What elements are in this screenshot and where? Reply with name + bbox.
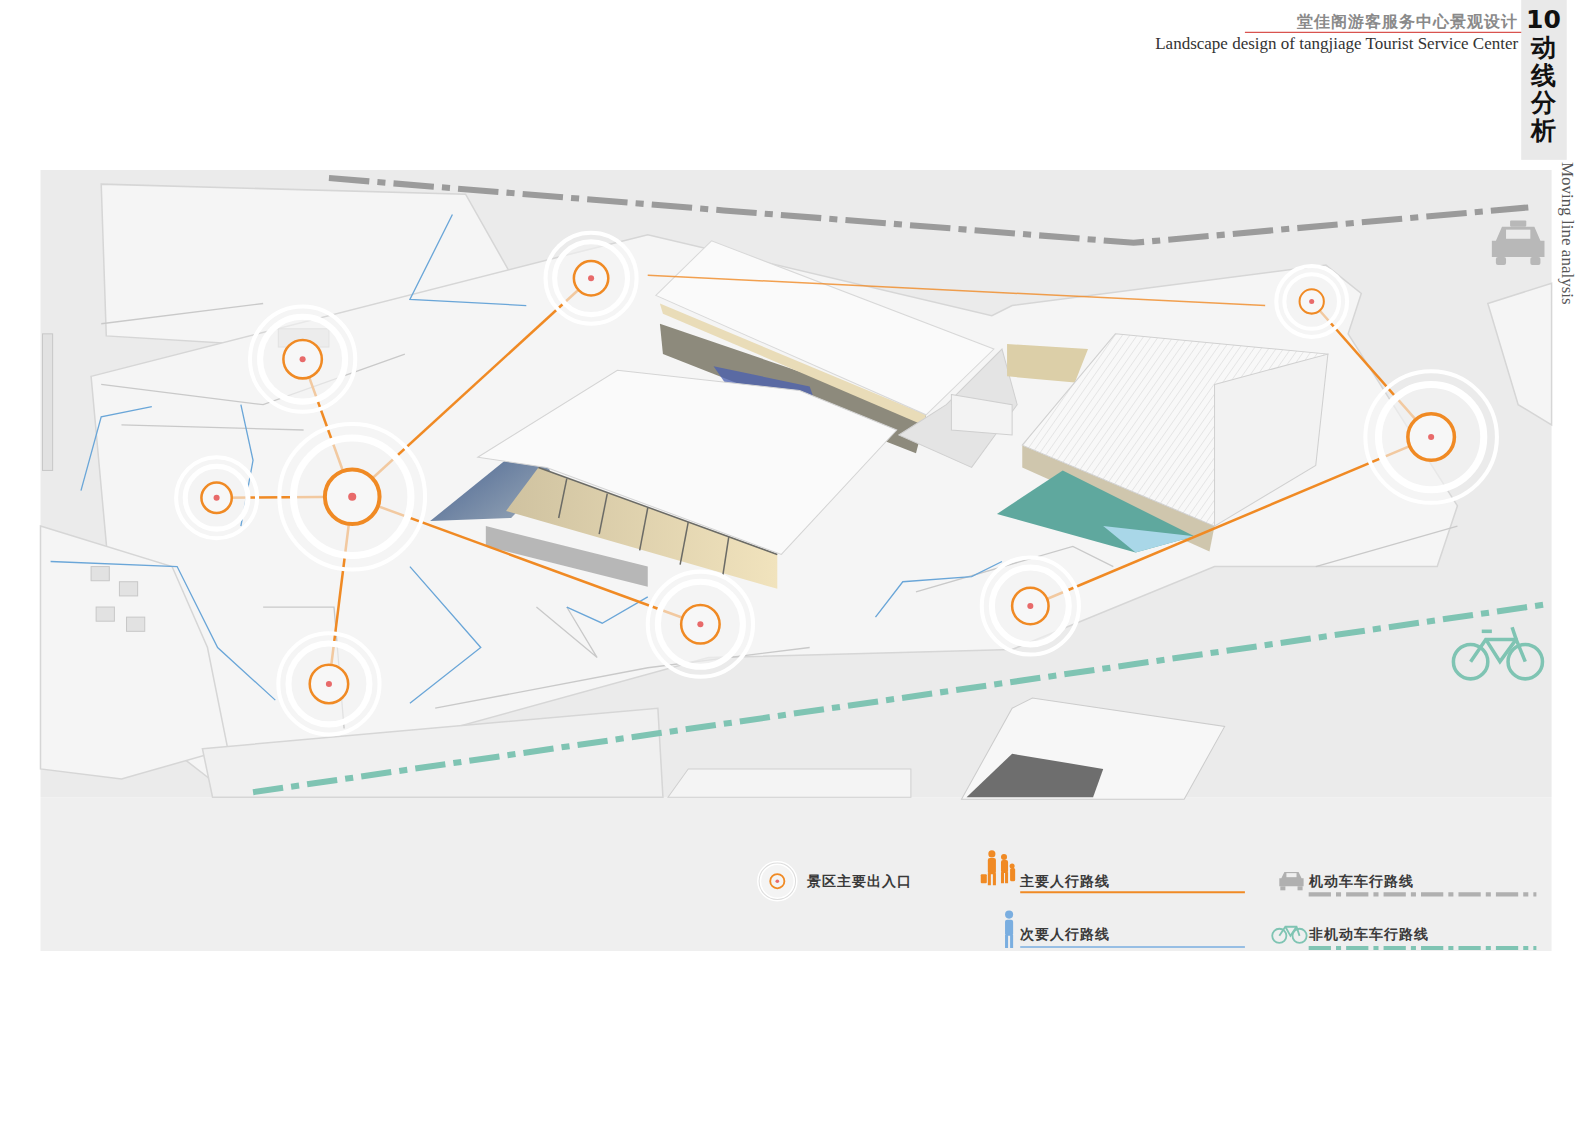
secondary-paths: [51, 214, 1002, 703]
legend-label: 主要人行路线: [1020, 873, 1110, 891]
side-tab: [1521, 0, 1567, 160]
entrance-markers: [176, 233, 1497, 735]
building-right: [951, 334, 1328, 553]
section-number: 10: [1526, 5, 1561, 34]
vehicle-route: [329, 178, 1528, 243]
legend-samples: [759, 850, 1536, 948]
legend-label: 机动车车行路线: [1309, 873, 1414, 891]
main-paths: [217, 275, 1432, 684]
bicycle-route: [253, 604, 1549, 792]
building-front: [430, 370, 897, 589]
subtitle: Landscape design of tangjiage Tourist Se…: [1155, 34, 1518, 54]
building-lower-right: [668, 698, 1225, 799]
legend-label: 非机动车车行路线: [1309, 926, 1429, 944]
section-title-en: Moving line analysis: [1557, 162, 1577, 305]
section-title: 动线分析: [1531, 34, 1556, 144]
terrain-lines: [101, 304, 1457, 729]
legend-label: 景区主要出入口: [807, 873, 912, 891]
map-panel: [40, 170, 1551, 797]
legend-panel: [40, 797, 1551, 951]
page-title: 堂佳阁游客服务中心景观设计: [1297, 12, 1518, 33]
title-rule: [1245, 32, 1546, 33]
car-icon: [1492, 221, 1545, 266]
terrain: [40, 184, 1551, 797]
legend-label: 次要人行路线: [1020, 926, 1110, 944]
bicycle-icon: [1453, 627, 1542, 679]
